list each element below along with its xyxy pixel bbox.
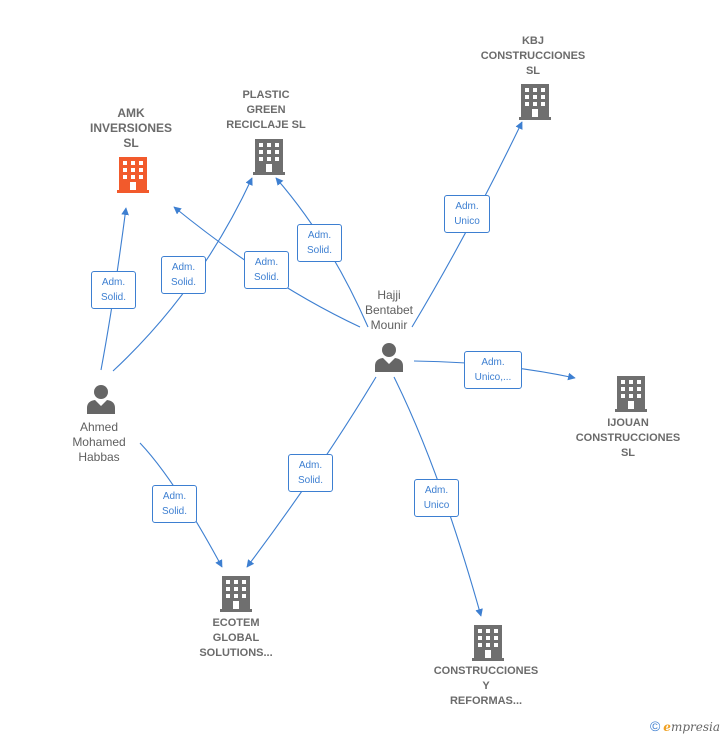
amk-building-icon[interactable] <box>117 157 149 193</box>
brand-logo-e: e <box>663 720 671 734</box>
plastic-company-label[interactable]: PLASTIC GREEN RECICLAJE SL <box>226 89 306 131</box>
ijouan-building-icon[interactable] <box>615 376 647 412</box>
kbj-building-icon[interactable] <box>519 84 551 120</box>
construcciones-building-icon[interactable] <box>472 625 504 661</box>
plastic-building-icon[interactable] <box>253 139 285 175</box>
edge-label-hajji-construcciones[interactable]: Adm. Unico <box>414 479 459 517</box>
hajji-person-label[interactable]: Hajji Bentabet Mounir <box>364 288 414 332</box>
amk-company-label[interactable]: AMK INVERSIONES SL <box>89 106 173 150</box>
kbj-company-label[interactable]: KBJ CONSTRUCCIONES SL <box>480 35 586 77</box>
edge-label-ahmed-ecotem[interactable]: Adm. Solid. <box>152 485 197 523</box>
ahmed-person-icon[interactable] <box>86 384 116 414</box>
edge-label-hajji-kbj[interactable]: Adm. Unico <box>444 195 490 233</box>
ecotem-building-icon[interactable] <box>220 576 252 612</box>
empresia-watermark: ©empresia <box>650 718 720 734</box>
ecotem-company-label[interactable]: ECOTEM GLOBAL SOLUTIONS... <box>199 617 273 659</box>
ijouan-company-label[interactable]: IJOUAN CONSTRUCCIONES SL <box>575 417 681 459</box>
edge-label-hajji-ijouan[interactable]: Adm. Unico,... <box>464 351 522 389</box>
copyright-icon: © <box>649 718 661 734</box>
edge-label-hajji-ecotem[interactable]: Adm. Solid. <box>288 454 333 492</box>
construcciones-company-label[interactable]: CONSTRUCCIONES Y REFORMAS... <box>433 665 539 707</box>
edge-label-ahmed-amk[interactable]: Adm. Solid. <box>91 271 136 309</box>
ahmed-person-label[interactable]: Ahmed Mohamed Habbas <box>72 420 126 464</box>
edge-label-ahmed-plastic[interactable]: Adm. Solid. <box>161 256 206 294</box>
brand-logo-text: mpresia <box>670 720 720 734</box>
hajji-person-icon[interactable] <box>374 342 404 372</box>
edge-label-hajji-amk[interactable]: Adm. Solid. <box>244 251 289 289</box>
edge-label-hajji-plastic[interactable]: Adm. Solid. <box>297 224 342 262</box>
